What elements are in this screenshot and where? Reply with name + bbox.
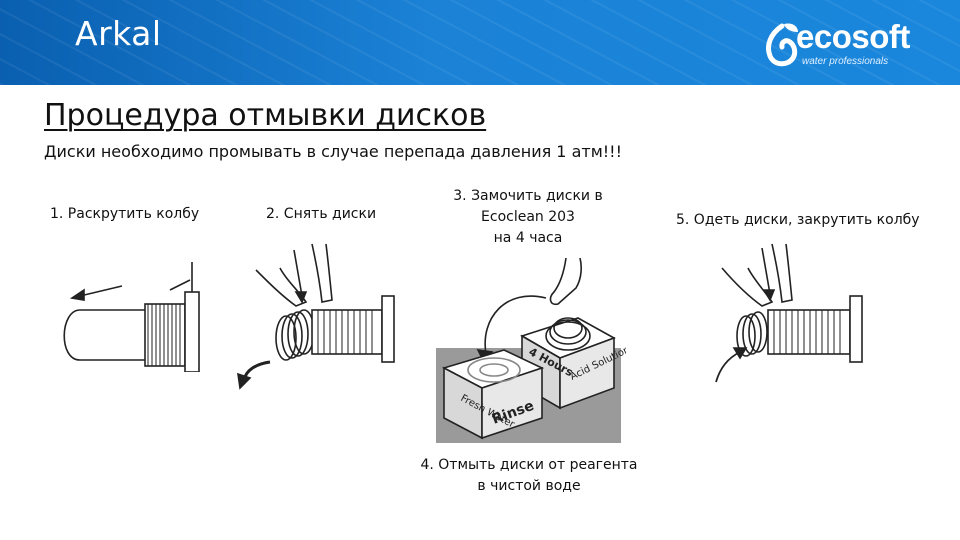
step-2-caption: 2. Снять диски xyxy=(266,206,377,222)
page-title: Процедура отмывки дисков xyxy=(44,98,487,133)
logo-tagline: water professionals xyxy=(802,56,889,67)
step-3-caption: 3. Замочить диски в Ecoclean 203 на 4 ча… xyxy=(428,186,628,249)
leaf-drop-icon xyxy=(766,23,798,67)
step-5-illustration xyxy=(715,243,863,383)
step-3-line-1: 3. Замочить диски в xyxy=(453,188,603,204)
step-2-illustration xyxy=(237,243,395,390)
step-1-caption: 1. Раскрутить колбу xyxy=(50,206,200,222)
step-3-4-illustration: Fresh Water Rinse 4 Hours Acid Solution xyxy=(436,258,626,443)
step-1-illustration xyxy=(63,262,200,372)
header-pattern xyxy=(0,0,960,85)
step-5-caption: 5. Одеть диски, закрутить колбу xyxy=(676,212,920,228)
ecosoft-logo: ecosoft water professionals xyxy=(762,18,922,70)
step-3-line-3: на 4 часа xyxy=(493,230,563,246)
logo-wordmark: ecosoft xyxy=(796,18,910,55)
header-banner: Arkal ecosoft water professionals xyxy=(0,0,960,85)
step-4-caption: 4. Отмыть диски от реагента в чистой вод… xyxy=(414,455,644,497)
step-4-line-2: в чистой воде xyxy=(477,478,581,494)
step-3-line-2: Ecoclean 203 xyxy=(481,209,575,225)
page-subtitle: Диски необходимо промывать в случае пере… xyxy=(44,142,623,161)
brand-title: Arkal xyxy=(75,14,162,53)
step-4-line-1: 4. Отмыть диски от реагента xyxy=(420,457,638,473)
